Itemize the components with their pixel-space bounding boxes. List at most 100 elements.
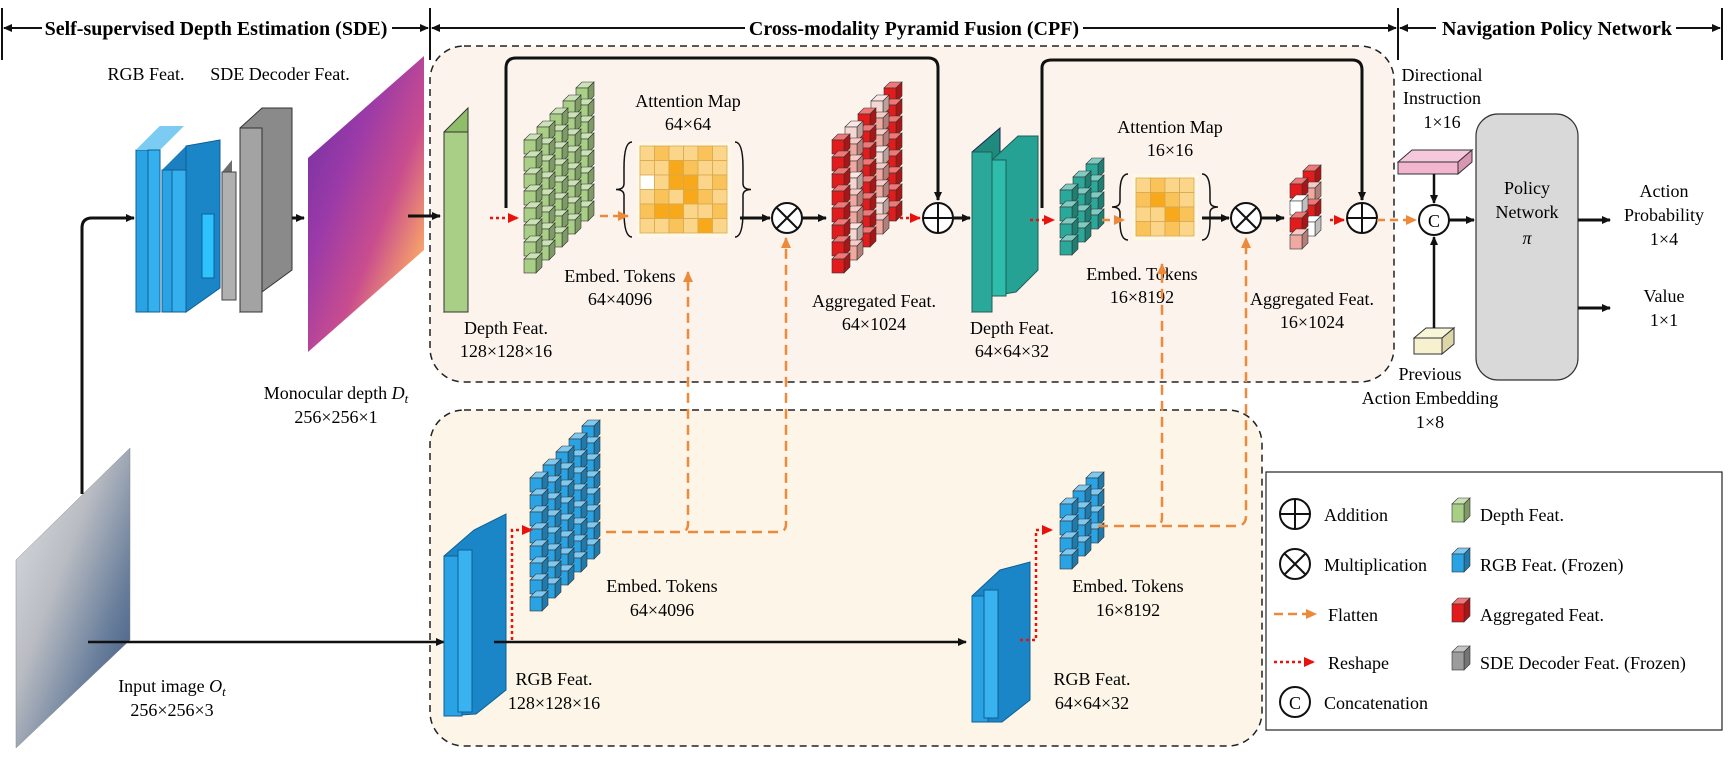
attention-cell [668, 160, 684, 176]
attention-cell [668, 145, 684, 161]
legend-reshape: Reshape [1328, 653, 1389, 673]
dir-instruction-line2: Instruction [1403, 88, 1481, 108]
attention-cell [712, 189, 728, 205]
value-label: Value [1644, 286, 1685, 306]
attention-cell [1179, 206, 1195, 222]
attention-cell [1179, 192, 1195, 208]
token-cube [523, 235, 543, 257]
attention-cell [654, 218, 670, 234]
attention-cell [654, 160, 670, 176]
tokens-bot2-dim: 16×8192 [1096, 600, 1160, 620]
attention-cell [1150, 206, 1166, 222]
monocular-depth-dim: 256×256×1 [294, 407, 377, 427]
multiplication-op-2 [1230, 202, 1262, 234]
token-cube [1059, 183, 1079, 205]
value-dim: 1×1 [1650, 310, 1678, 330]
agg-feat1-dim: 64×1024 [842, 314, 906, 334]
attention-cell [1150, 221, 1166, 237]
legend-concat-icon: C [1279, 686, 1311, 718]
attention-cell [683, 174, 699, 190]
depth-feat-64 [971, 126, 1039, 314]
legend-multiplication: Multiplication [1324, 555, 1427, 575]
operators [771, 202, 1378, 234]
multiplication-op-1 [771, 202, 803, 234]
agg-feat2-label: Aggregated Feat. [1250, 289, 1374, 309]
tokens-top1-label: Embed. Tokens [564, 266, 675, 286]
attention-cell [1179, 221, 1195, 237]
input-image-label: Input image Ot [118, 676, 226, 699]
attention-cell [1164, 192, 1180, 208]
policy-symbol: π [1522, 228, 1532, 248]
legend-multiplication-icon [1279, 548, 1311, 580]
legend-cube-icons [1451, 497, 1471, 671]
token-cube [562, 94, 582, 116]
token-cube [831, 133, 851, 155]
attention-map1-label: Attention Map [635, 91, 741, 111]
token-cube [1059, 217, 1079, 239]
token-cube [831, 218, 851, 240]
token-cube [523, 201, 543, 223]
token-cube [523, 218, 543, 240]
token-cube [831, 184, 851, 206]
embed-tokens-rgb-64 [529, 419, 601, 612]
legend-rgb-cube [1451, 547, 1471, 573]
attention-cell [668, 174, 684, 190]
attention-cell [697, 218, 713, 234]
cpf-top-arrows [490, 56, 1417, 225]
sde-encoder-stack [135, 126, 221, 313]
action-prob-dim: 1×4 [1650, 229, 1678, 249]
policy-line1: Policy [1504, 178, 1550, 198]
sde-decoder-stack [221, 107, 293, 314]
token-cube [831, 235, 851, 257]
embed-tokens-depth-16 [1059, 157, 1105, 256]
input-image [15, 447, 131, 749]
cpf-rgb-branch-region [429, 409, 1263, 747]
attention-cell [639, 203, 655, 219]
rgb-feat1-label: RGB Feat. [515, 669, 592, 689]
token-cube [844, 120, 864, 142]
token-cube [1289, 177, 1309, 199]
attention-cell [712, 203, 728, 219]
tokens-bot2-label: Embed. Tokens [1072, 576, 1183, 596]
attention-cell [1135, 221, 1151, 237]
token-cube [529, 590, 549, 612]
sde-section-title: Self-supervised Depth Estimation (SDE) [45, 18, 388, 40]
tokens-top2-dim: 16×8192 [1110, 287, 1174, 307]
token-cube [529, 539, 549, 561]
legend-concatenation: Concatenation [1324, 693, 1428, 713]
depth-feat1-label: Depth Feat. [464, 318, 548, 338]
token-cube [523, 167, 543, 189]
attention-cell [1135, 206, 1151, 222]
rgb-feat2-dim: 64×64×32 [1055, 693, 1129, 713]
attention-cell [683, 160, 699, 176]
attention-cell [639, 174, 655, 190]
monocular-depth-map [308, 56, 424, 352]
tokens-top1-dim: 64×4096 [588, 289, 652, 309]
token-cube [581, 504, 601, 526]
token-cube [523, 184, 543, 206]
token-cube [1289, 194, 1309, 216]
token-cube [831, 252, 851, 274]
action-prob-line2: Probability [1624, 205, 1704, 225]
token-cube [1072, 484, 1092, 506]
rgb-feat2-label: RGB Feat. [1053, 669, 1130, 689]
embed-tokens-rgb-16 [1059, 471, 1105, 570]
token-cube [529, 573, 549, 595]
legend-depth-feat: Depth Feat. [1480, 505, 1564, 525]
cpf-section-title: Cross-modality Pyramid Fusion (CPF) [749, 18, 1079, 40]
dir-instruction-dim: 1×16 [1423, 112, 1460, 132]
sde-decoder-feat-label: SDE Decoder Feat. [210, 64, 349, 84]
attention-cell [683, 189, 699, 205]
attention-cell [697, 203, 713, 219]
depth-feat-128 [443, 106, 469, 314]
tokens-top2-label: Embed. Tokens [1086, 264, 1197, 284]
attention-cell [1164, 206, 1180, 222]
attention-cell [1135, 192, 1151, 208]
attention-cell [654, 174, 670, 190]
concat-symbol: C [1428, 211, 1440, 231]
attention-cell [639, 160, 655, 176]
attention-cell [668, 189, 684, 205]
attention-cell [683, 218, 699, 234]
attention-cell [639, 218, 655, 234]
